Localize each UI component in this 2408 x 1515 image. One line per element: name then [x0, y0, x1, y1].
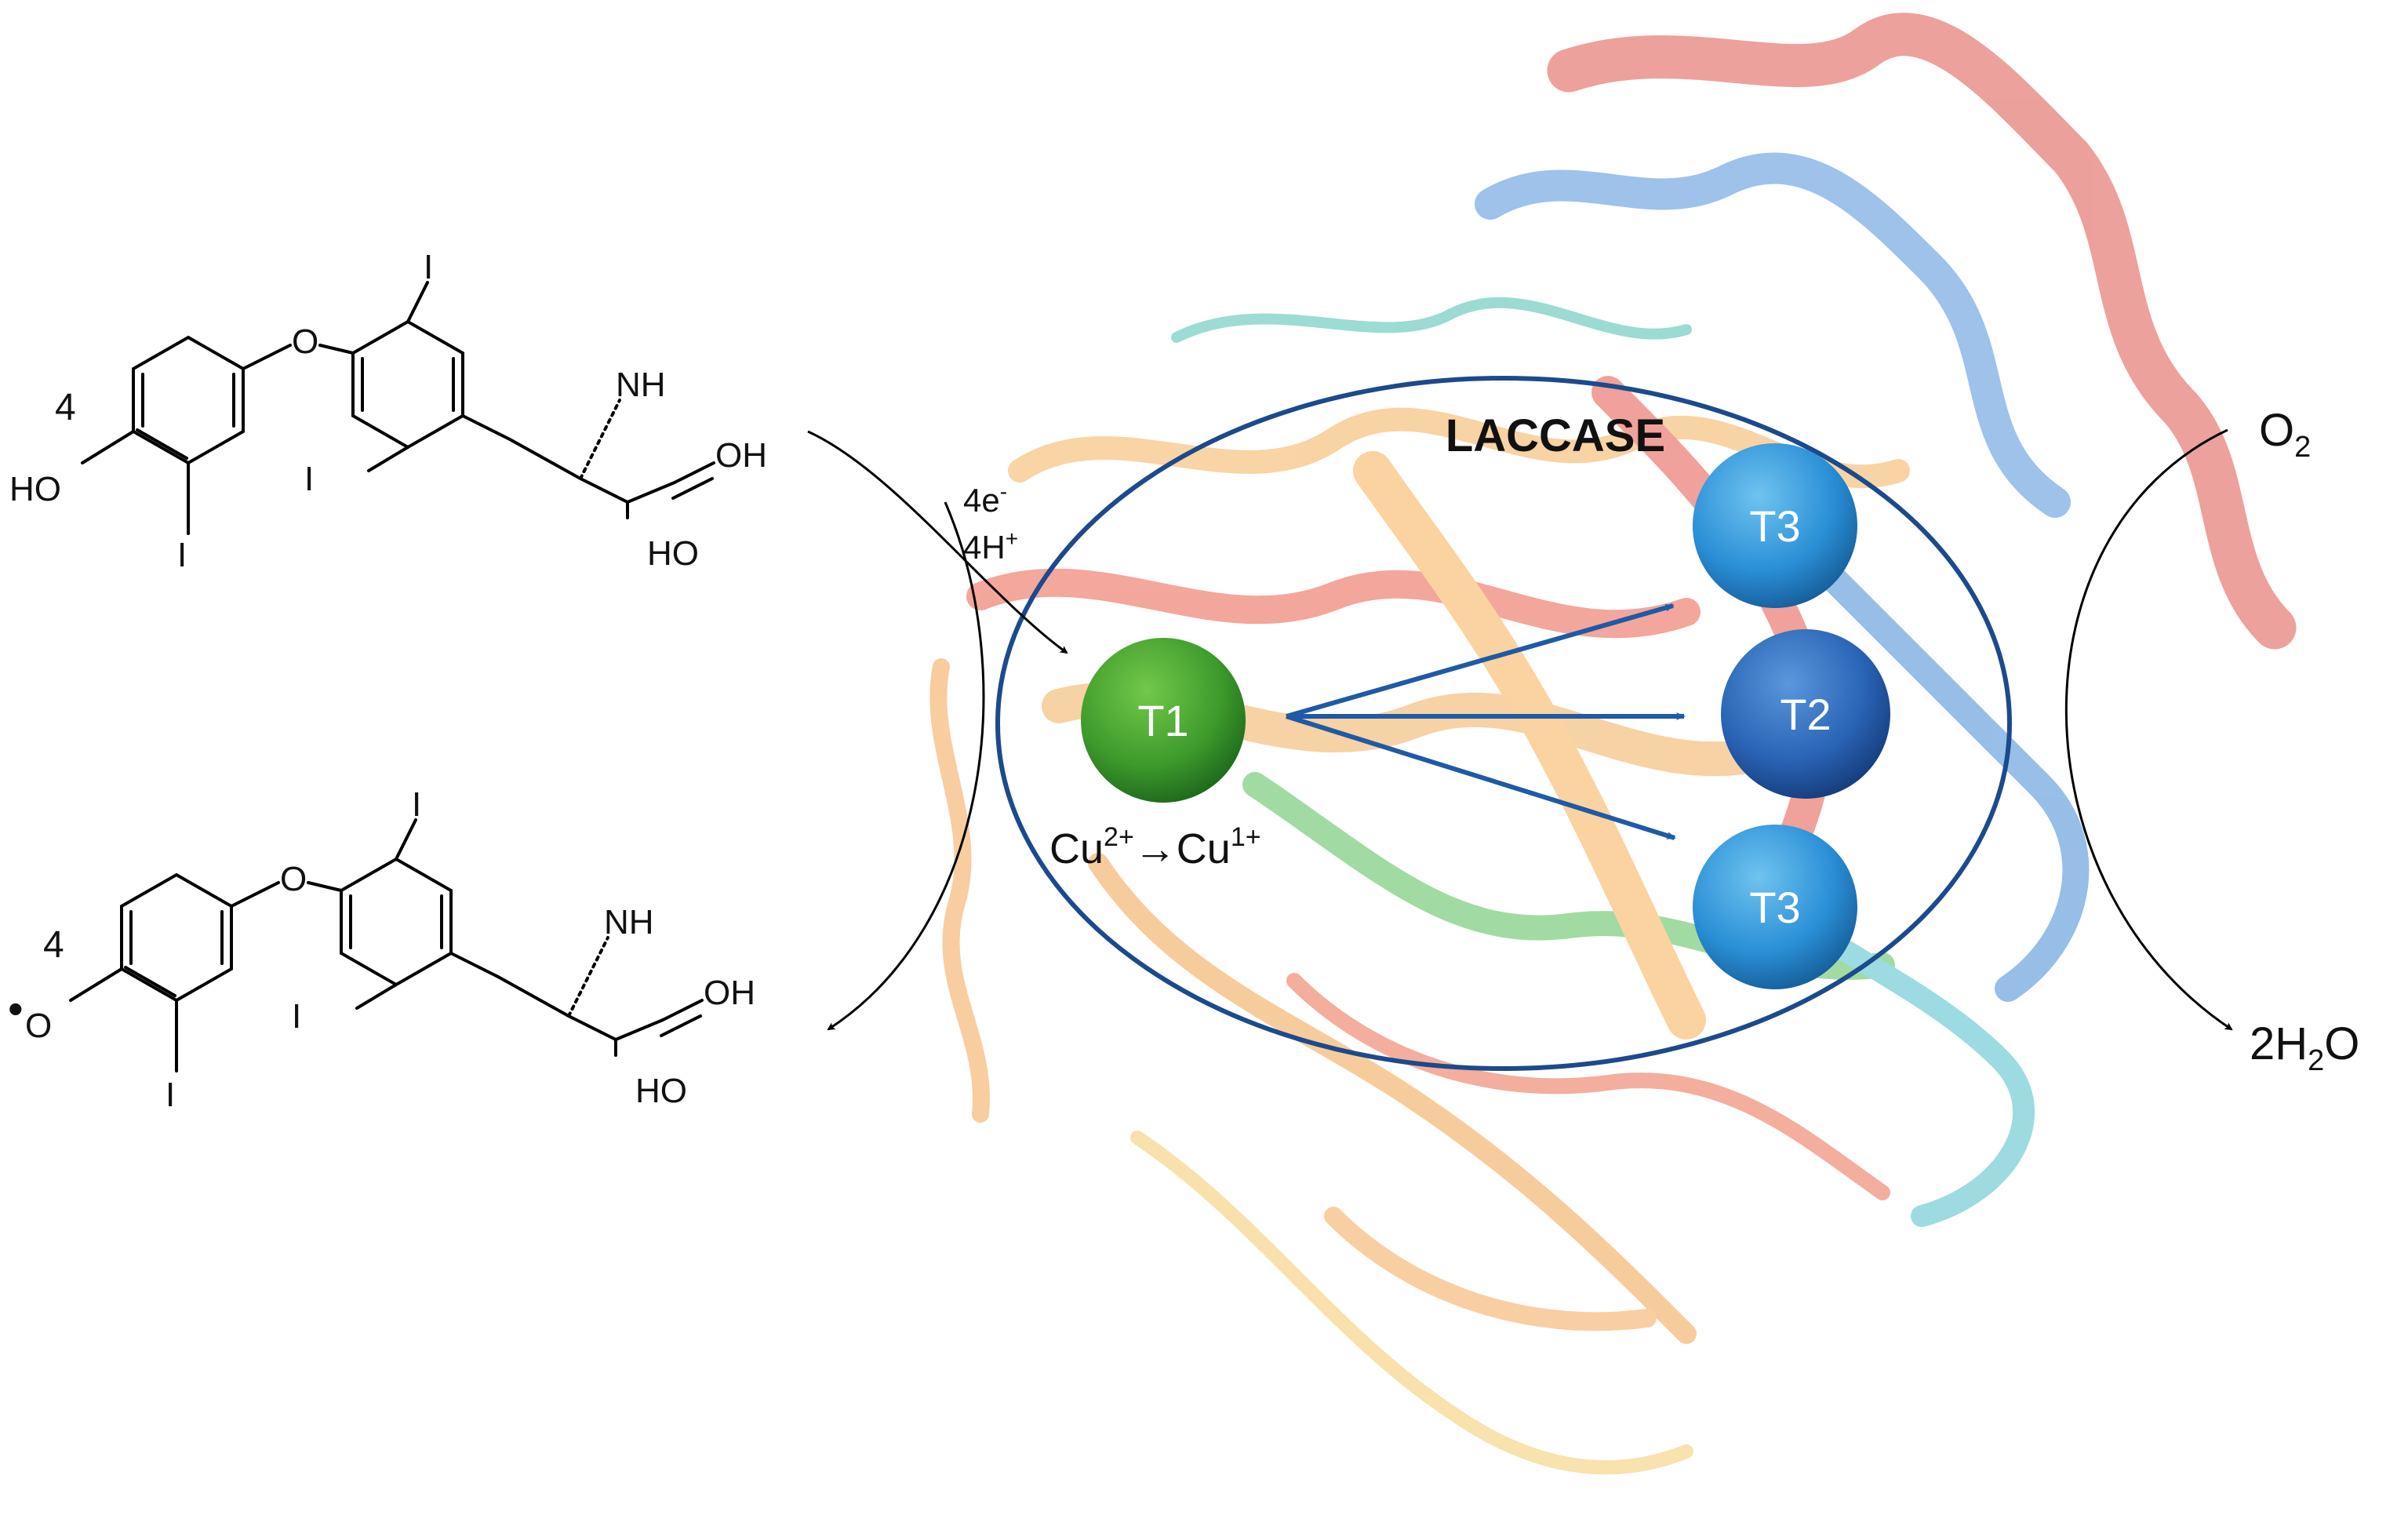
substrate-acid-ho: HO	[647, 534, 699, 573]
product-iodine-mid: I	[292, 997, 301, 1036]
arrow-substrate-to-t1	[807, 430, 1068, 654]
substrate-number: 4	[55, 387, 76, 428]
water-label: 2H2O	[2250, 1018, 2359, 1077]
substrate-acid-oh: OH	[715, 436, 767, 475]
copper-site-t1: T1	[1081, 638, 1246, 803]
substrate-iodine-bottom: I	[177, 536, 187, 574]
substrate-iodine-top: I	[424, 248, 433, 286]
copper-site-t3-bottom: T3	[1693, 825, 1857, 989]
enzyme-ellipse	[995, 376, 2012, 1071]
product-iodine-bottom: I	[166, 1076, 175, 1114]
substrate-hydroxyl: HO	[9, 470, 61, 508]
electrons-label: 4e-	[963, 479, 1007, 519]
product-molecule	[69, 818, 704, 1073]
product-amine: NH	[604, 903, 654, 941]
product-number: 4	[43, 924, 64, 966]
oxygen-label: O2	[2259, 405, 2311, 464]
product-oxygen-bridge: O	[280, 860, 307, 898]
substrate-amine: NH	[616, 366, 666, 404]
product-labels: 4 • O O I I I NH OH HO	[8, 785, 755, 1114]
t3-top-label: T3	[1749, 501, 1800, 551]
substrate-labels: 4 HO O I I I NH OH HO	[9, 248, 767, 574]
enzyme-label: LACCASE	[1446, 410, 1665, 461]
arrow-to-product	[827, 501, 985, 1031]
arrow-t1-to-t3-bottom	[1286, 714, 1676, 840]
t3-bottom-label: T3	[1749, 883, 1800, 932]
arrow-t1-to-t3-top	[1286, 603, 1675, 719]
t2-label: T2	[1780, 690, 1831, 739]
copper-change-label: Cu2+→Cu1+	[1049, 822, 1261, 872]
product-radical-dot: •	[8, 984, 24, 1033]
substrate-oxygen-bridge: O	[292, 322, 318, 361]
copper-site-t3-top: T3	[1693, 443, 1857, 608]
substrate-oxidation-arrows	[807, 430, 1068, 1031]
product-radical-o: O	[25, 1007, 52, 1045]
product-iodine-top: I	[412, 785, 421, 824]
t1-label: T1	[1137, 696, 1188, 745]
substrate-iodine-mid: I	[304, 460, 314, 498]
substrate-molecule	[81, 281, 715, 535]
product-acid-ho: HO	[635, 1072, 687, 1110]
oxygen-reduction-arrow	[2064, 428, 2233, 1031]
copper-site-t2: T2	[1721, 629, 1890, 799]
electron-transfer-arrows	[1286, 603, 1686, 840]
product-acid-oh: OH	[704, 974, 755, 1012]
protons-label: 4H+	[963, 526, 1018, 566]
